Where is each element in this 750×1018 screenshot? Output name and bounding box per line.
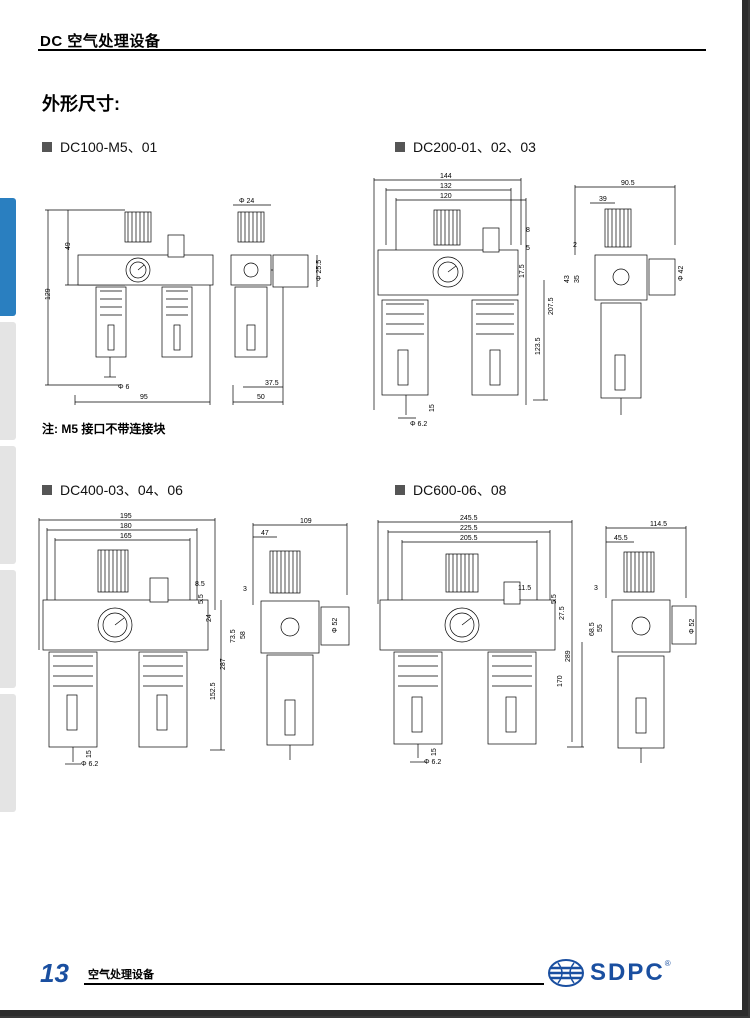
dc200-front-drawing: 144 132 120 8 5 17.5 207.5 123.5 15 Φ 6.… bbox=[373, 173, 555, 428]
dc400-front-drawing: 195 180 165 8.5 5.5 24 287 152.5 15 Φ 6.… bbox=[38, 513, 227, 768]
m5-note: 注: M5 接口不带连接块 bbox=[42, 422, 166, 436]
dim-label: 207.5 bbox=[548, 297, 555, 315]
model-title-dc400: DC400-03、04、06 bbox=[42, 480, 183, 500]
dim-label: 15 bbox=[86, 750, 93, 758]
dim-label: 2 bbox=[573, 242, 577, 249]
registered-mark: ® bbox=[664, 958, 671, 968]
dim-label: 5.5 bbox=[198, 594, 205, 604]
dim-label: 73.5 bbox=[230, 629, 237, 643]
dim-label: 3 bbox=[243, 586, 247, 593]
dim-label: 205.5 bbox=[460, 535, 478, 542]
bullet-square-icon bbox=[42, 142, 52, 152]
dim-label: 27.5 bbox=[559, 606, 566, 620]
dim-label: 245.5 bbox=[460, 515, 478, 522]
dim-label: Φ 6 bbox=[118, 384, 130, 391]
dim-label: 8.5 bbox=[195, 581, 205, 588]
header-rule bbox=[38, 49, 706, 51]
dim-label: Φ 52 bbox=[689, 619, 696, 634]
dim-label: 68.5 bbox=[589, 622, 596, 636]
dim-label: 11.5 bbox=[518, 585, 531, 592]
dim-label: 289 bbox=[565, 650, 572, 662]
dim-label: Φ 6.2 bbox=[424, 759, 441, 766]
dc600-front-drawing: 245.5 225.5 205.5 11.5 5.5 27.5 289 170 … bbox=[377, 515, 584, 766]
dim-label: 39 bbox=[599, 196, 607, 203]
bullet-square-icon bbox=[42, 485, 52, 495]
dim-label: 24 bbox=[206, 614, 213, 622]
dim-label: Φ 52 bbox=[332, 618, 339, 633]
dim-label: 144 bbox=[440, 173, 452, 180]
model-title-dc200: DC200-01、02、03 bbox=[395, 137, 536, 157]
dc200-side-drawing: 90.5 39 2 43 35 Φ 42 bbox=[564, 180, 685, 415]
dim-label: Φ 6.2 bbox=[410, 421, 427, 428]
dim-label: 17.5 bbox=[519, 264, 526, 278]
dim-label: 5.5 bbox=[551, 594, 558, 604]
dim-label: 129 bbox=[45, 288, 52, 300]
dim-label: 8 bbox=[526, 227, 530, 234]
page-header-title: DC 空气处理设备 bbox=[40, 33, 161, 50]
dim-label: Φ 6.2 bbox=[81, 761, 98, 768]
dim-label: Φ 24 bbox=[239, 198, 254, 205]
model-title-dc100: DC100-M5、01 bbox=[42, 137, 157, 157]
dim-label: 225.5 bbox=[460, 525, 478, 532]
section-title: 外形尺寸: bbox=[42, 94, 120, 114]
dim-label: 50 bbox=[257, 394, 265, 401]
globe-logo-icon bbox=[548, 959, 584, 987]
dim-label: 170 bbox=[557, 675, 564, 687]
sdpc-logo: SDPC ® bbox=[548, 958, 671, 988]
bullet-square-icon bbox=[395, 142, 405, 152]
dc100-side-drawing: Φ 24 Φ 25.5 37.5 50 bbox=[230, 198, 323, 405]
dim-label: 3 bbox=[594, 585, 598, 592]
dim-label: 15 bbox=[431, 748, 438, 756]
footer-rule bbox=[84, 983, 544, 985]
dim-label: 114.5 bbox=[650, 521, 667, 528]
dim-label: 58 bbox=[240, 631, 247, 639]
dim-label: 132 bbox=[440, 183, 452, 190]
side-tab[interactable] bbox=[0, 694, 16, 812]
dim-label: Φ 25.5 bbox=[316, 260, 323, 281]
dim-label: 109 bbox=[300, 518, 312, 525]
page-number: 13 bbox=[40, 958, 69, 988]
dim-label: 47 bbox=[261, 530, 269, 537]
dim-label: 15 bbox=[429, 404, 436, 412]
dim-label: 55 bbox=[597, 624, 604, 632]
dc400-side-drawing: 109 47 3 73.5 58 Φ 52 bbox=[230, 518, 350, 760]
dim-label: 35 bbox=[574, 275, 581, 283]
logo-text: SDPC bbox=[590, 959, 665, 986]
dim-label: 195 bbox=[120, 513, 132, 520]
dim-label: 180 bbox=[120, 523, 132, 530]
dim-label: Φ 42 bbox=[678, 266, 685, 281]
dim-label: 95 bbox=[140, 394, 148, 401]
dim-label: 5 bbox=[526, 245, 530, 252]
dc600-side-drawing: 114.5 45.5 3 68.5 55 Φ 52 bbox=[589, 521, 697, 763]
dim-label: 37.5 bbox=[265, 380, 279, 387]
dim-label: 45.5 bbox=[614, 535, 628, 542]
dim-label: 152.5 bbox=[210, 682, 217, 700]
side-tab[interactable] bbox=[0, 446, 16, 564]
dim-label: 43 bbox=[564, 275, 571, 283]
side-tab[interactable] bbox=[0, 322, 16, 440]
bullet-square-icon bbox=[395, 485, 405, 495]
dim-label: 120 bbox=[440, 193, 452, 200]
side-tab-active[interactable] bbox=[0, 198, 16, 316]
model-title-dc600: DC600-06、08 bbox=[395, 480, 506, 500]
dim-label: 123.5 bbox=[535, 337, 542, 355]
dim-label: 49 bbox=[65, 242, 72, 250]
dim-label: 287 bbox=[220, 658, 227, 670]
dim-label: 90.5 bbox=[621, 180, 635, 187]
dim-label: 165 bbox=[120, 533, 132, 540]
side-tab[interactable] bbox=[0, 570, 16, 688]
footer-title: 空气处理设备 bbox=[88, 969, 154, 981]
dc100-front-drawing: 129 49 95 Φ 6 bbox=[45, 209, 214, 405]
